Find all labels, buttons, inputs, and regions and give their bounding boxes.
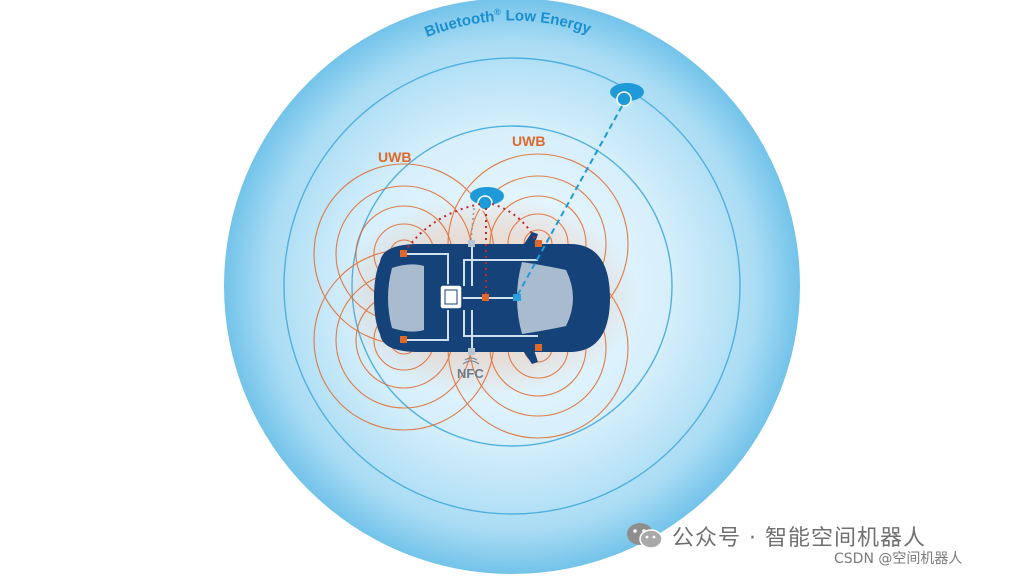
- ble-label-reg: ®: [494, 7, 502, 17]
- uwb-anchor-front-bottom: [535, 344, 542, 351]
- ble-link: [516, 105, 623, 297]
- car-rear-window: [388, 264, 424, 332]
- nfc-link: [470, 207, 475, 241]
- uwb-left-label: UWB: [378, 149, 411, 165]
- ble-anchor: [513, 294, 521, 301]
- uwb-right-label: UWB: [512, 133, 545, 149]
- car-side-mirror-bottom: [524, 350, 538, 364]
- car-side-mirror-top: [524, 232, 538, 246]
- nfc-reader-bottom: [468, 348, 475, 355]
- phone-icon: [470, 187, 504, 211]
- chip-icon: [439, 284, 463, 310]
- car-windshield: [517, 262, 573, 334]
- nfc-reader-top: [468, 240, 475, 247]
- nfc-icon: [462, 357, 480, 365]
- wechat-icon: [627, 523, 663, 549]
- watermark-text: 公众号 · 智能空间机器人: [672, 526, 926, 551]
- uwb-anchor-rear-top: [400, 250, 407, 257]
- car: [374, 232, 610, 364]
- ble-ring-outer: [283, 57, 741, 515]
- phone-icon: [610, 83, 644, 107]
- uwb-anchor-front-top: [535, 240, 542, 247]
- uwb-anchor-rear-bottom: [400, 336, 407, 343]
- uwb-links: [405, 203, 537, 294]
- watermark-credit: CSDN @空间机器人: [834, 551, 963, 567]
- nfc-label: NFC: [457, 366, 484, 381]
- watermark-main: 公众号 · 智能空间机器人: [626, 518, 926, 554]
- uwb-anchor-center: [482, 294, 489, 301]
